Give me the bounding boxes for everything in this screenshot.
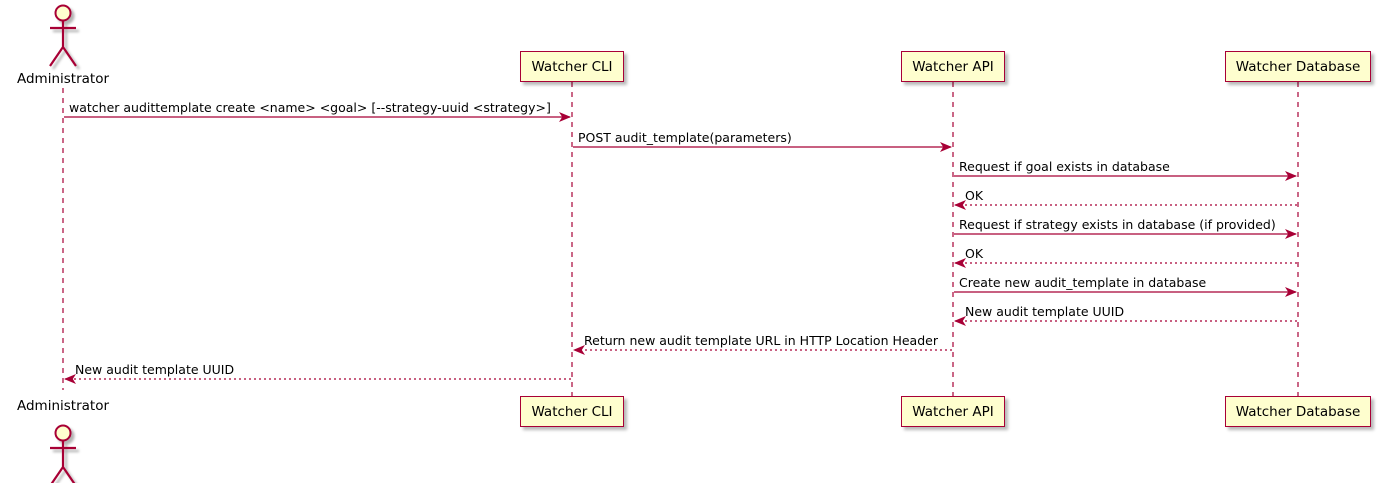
lifelines-group	[62, 82, 1299, 396]
actor-figures-group	[49, 4, 77, 483]
message-label-8: New audit template UUID	[965, 304, 1125, 319]
actor-label-administrator-bottom: Administrator	[16, 398, 110, 414]
participant-box-watcher-cli-bottom[interactable]: Watcher CLI	[520, 396, 624, 427]
participant-box-watcher-cli-top[interactable]: Watcher CLI	[520, 51, 624, 82]
message-label-1: watcher audittemplate create <name> <goa…	[69, 100, 551, 115]
message-label-7: Create new audit_template in database	[959, 275, 1207, 290]
participant-box-watcher-api-bottom[interactable]: Watcher API	[901, 396, 1005, 427]
actor-label-administrator-top: Administrator	[16, 71, 110, 87]
message-label-2: POST audit_template(parameters)	[578, 130, 792, 145]
message-label-9: Return new audit template URL in HTTP Lo…	[584, 333, 938, 348]
message-label-5: Request if strategy exists in database (…	[959, 217, 1276, 232]
message-label-6: OK	[965, 246, 984, 261]
message-label-4: OK	[965, 188, 984, 203]
actor-figure-administrator	[50, 424, 76, 483]
message-label-3: Request if goal exists in database	[959, 159, 1170, 174]
message-arrows-group	[64, 112, 1297, 384]
message-label-10: New audit template UUID	[75, 362, 235, 377]
participant-box-watcher-api-top[interactable]: Watcher API	[901, 51, 1005, 82]
actor-figure-administrator	[49, 4, 77, 67]
participant-box-watcher-database-top[interactable]: Watcher Database	[1224, 51, 1372, 82]
participant-box-watcher-database-bottom[interactable]: Watcher Database	[1224, 396, 1372, 427]
